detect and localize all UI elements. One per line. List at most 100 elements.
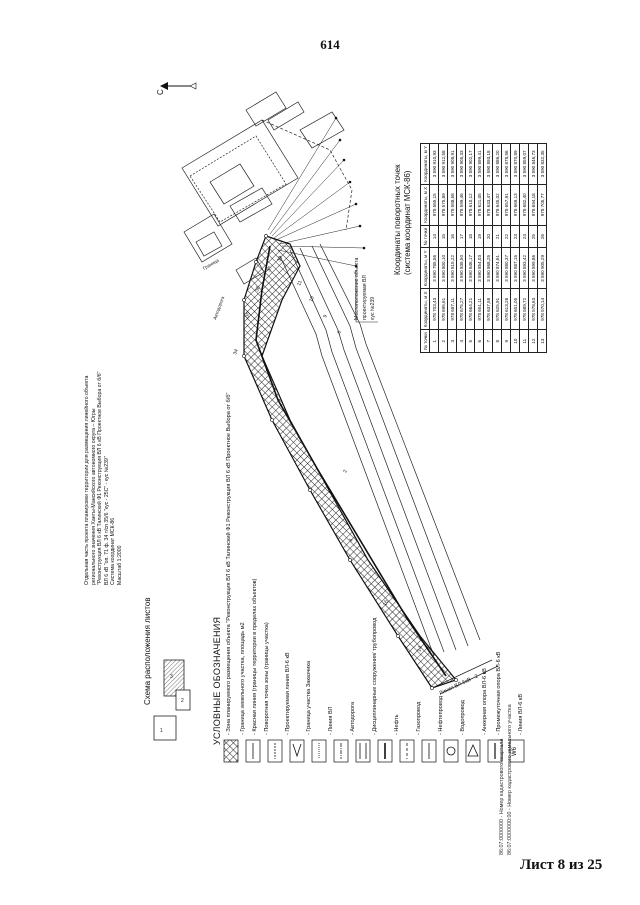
legend-item: - Проектируемая линия ВЛ-6 кВ (285, 652, 291, 735)
table-cell: 15 (438, 225, 448, 248)
table-cell: 978 682,40 (519, 184, 529, 226)
table-cell: 3 590 886,20 (492, 143, 502, 185)
north-label: С (156, 89, 165, 95)
drawing-header: Отдельная часть проекта планировки терри… (84, 372, 124, 586)
table-cell: 3 590 878,56 (501, 143, 511, 185)
table-cell: 17 (456, 225, 466, 248)
table-cell: 2 (438, 329, 448, 353)
table-cell: 3 590 854,03 (474, 247, 484, 289)
table-header-cell: Координаты, м Y (420, 143, 430, 185)
table-cell: 24 (519, 225, 529, 248)
table-cell: 3 590 785,56 (429, 247, 439, 289)
svg-text:14: 14 (416, 645, 424, 652)
legend-title: УСЛОВНЫЕ ОБОЗНАЧЕНИЯ (212, 616, 222, 745)
table-cell: 18 (465, 225, 475, 248)
table-cell: 978 610,12 (465, 184, 475, 226)
legend-item: - Красная линия (границы территории в пр… (252, 578, 258, 735)
table-cell: 3 590 859,07 (519, 143, 529, 185)
table-cell: 3 590 868,25 (483, 247, 493, 289)
legend-item: - Водопровод (460, 700, 466, 735)
table-cell: 23 (510, 225, 520, 248)
table-header-cell: Координаты, м X (420, 184, 430, 226)
svg-text:38: 38 (276, 255, 284, 262)
legend-item: - Зона планируемого размещения объекта "… (226, 392, 232, 735)
table-cell: 3 590 800,10 (438, 247, 448, 289)
header-line: ВЛ 6 кВ "оп. 71 ф. 34 т/сп 35/6 "кус - 2… (103, 456, 110, 585)
table-cell: 978 669,13 (510, 184, 520, 226)
corner-label: Граница (202, 257, 220, 270)
survey-points (242, 234, 458, 690)
legend-item: - Нефть (394, 714, 400, 735)
table-cell: 3 590 846,17 (465, 247, 475, 289)
table-header-cell: Координаты, м Y (420, 247, 430, 289)
svg-text:11: 11 (296, 280, 303, 287)
table-cell: 8 (492, 329, 502, 353)
table-cell: 978 613,26 (501, 288, 511, 330)
header-line: Отдельная часть проекта планировки терри… (84, 375, 90, 585)
table-cell: 3 590 899,41 (474, 143, 484, 185)
svg-text:W6: W6 (512, 746, 518, 756)
svg-text:10: 10 (308, 295, 316, 302)
table-cell: 978 675,27 (456, 288, 466, 330)
header-line: "Реконструкция ВЛ 6 кВ Талинский Ф1 Реко… (97, 371, 104, 586)
table-cell: 1 (429, 329, 439, 353)
zone-note-3: кус №239 (370, 297, 376, 320)
table-cell: 3 590 887,15 (510, 247, 520, 289)
table-header-cell: № точки (420, 329, 430, 353)
legend-item: - Анкерная опора ВЛ-6 кВ (482, 668, 488, 735)
svg-text:6: 6 (336, 330, 343, 335)
table-cell: 4 (456, 329, 466, 353)
leader-lines (267, 117, 365, 267)
table-cell: 978 565,15 (429, 184, 439, 226)
table-cell: 3 590 846,73 (528, 143, 538, 185)
table-cell: 20 (483, 225, 493, 248)
table-header-cell: Координаты, м X (420, 288, 430, 330)
legend-item: - Дисциплинарные сооружения/ трубопровод (372, 617, 378, 735)
table-cell: 978 657,91 (501, 184, 511, 226)
table-cell: 5 (465, 329, 475, 353)
table-cell: 3 590 910,93 (429, 143, 439, 185)
table-cell: 3 (447, 329, 457, 353)
table-cell: 3 590 912,58 (438, 143, 448, 185)
scheme-title: Схема расположения листов (143, 597, 152, 705)
table-cell: 22 (501, 225, 511, 248)
cad-code-line: 86:07:0000000:00 - Номер кадастрового зе… (507, 704, 513, 855)
svg-text:37: 37 (266, 265, 274, 272)
road-corridor-lines (279, 243, 481, 657)
table-cell: 6 (474, 329, 484, 353)
small-mark-labels: 34 35 36 37 38 2 4 16 14 11 10 9 6 (232, 255, 424, 652)
table-cell: 19 (474, 225, 484, 248)
table-cell: 3 590 870,89 (510, 143, 520, 185)
legend-item: - Газопровод (416, 701, 422, 735)
scheme-sheet-1: 1 (160, 728, 163, 734)
table-cell: 3 590 815,22 (447, 247, 457, 289)
table-cell: 3 590 880,37 (501, 247, 511, 289)
table-cell: 3 590 893,18 (483, 143, 493, 185)
table-cell: 3 590 902,17 (465, 143, 475, 185)
table-cell: 978 694,18 (528, 184, 538, 226)
table-cell: 978 625,91 (492, 288, 502, 330)
table-cell: 978 633,47 (483, 184, 493, 226)
cadastral-code-notes: 86:07:0000000 - Номер кадастрового кварт… (498, 704, 514, 855)
table-cell: 3 590 832,35 (537, 143, 547, 185)
svg-text:34: 34 (232, 348, 240, 355)
table-cell: 13 (537, 329, 547, 353)
svg-text:9: 9 (322, 314, 329, 319)
table-cell: 3 590 835,50 (456, 247, 466, 289)
table-cell: 25 (528, 225, 538, 248)
table-header-cell: № точки (420, 225, 430, 248)
zone-note-1: Местоположение объекта (354, 258, 360, 320)
